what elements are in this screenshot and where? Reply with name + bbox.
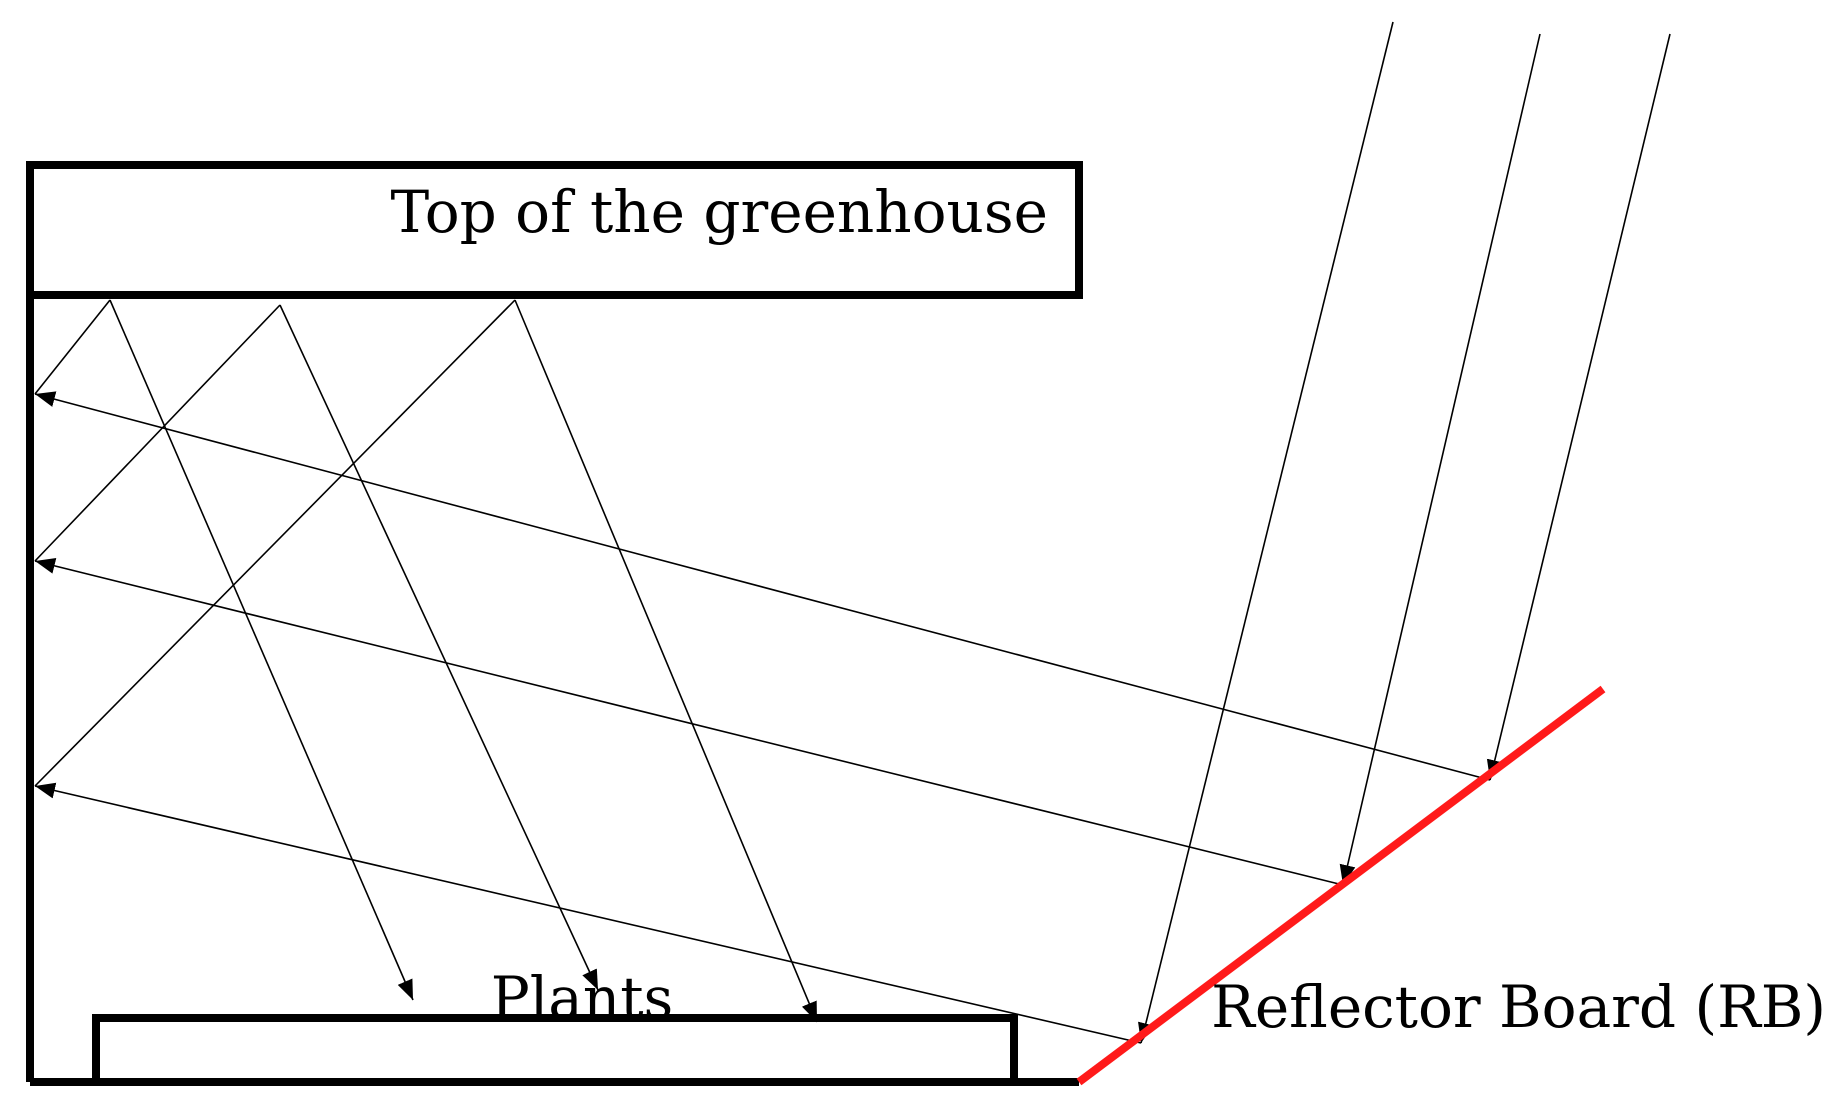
incoming-ray-2 [1339, 33, 1541, 886]
plant-bed [92, 1014, 1018, 1086]
reflector-board [1076, 685, 1606, 1086]
reflected-ray-1 [34, 391, 1491, 781]
incoming-ray-3 [1486, 33, 1671, 781]
plants-label: Plants [491, 964, 674, 1032]
ceiling-to-plant-ray-1 [109, 299, 414, 1001]
ceiling-to-plant-ray-2 [279, 304, 599, 991]
reflector-label: Reflector Board (RB) [1211, 973, 1826, 1041]
reflected-ray-3 [34, 782, 1142, 1044]
top-label: Top of the greenhouse [391, 178, 1048, 246]
wall-to-ceiling-ray-2 [34, 304, 281, 562]
greenhouse-structure [26, 161, 1083, 1086]
light-rays [34, 21, 1671, 1044]
reflected-ray-2 [34, 558, 1344, 886]
wall-to-ceiling-ray-1 [34, 299, 111, 395]
greenhouse-top [26, 161, 1083, 299]
incoming-ray-1 [1138, 21, 1394, 1044]
wall-to-ceiling-ray-3 [34, 299, 516, 787]
ceiling-to-plant-ray-3 [514, 299, 818, 1023]
